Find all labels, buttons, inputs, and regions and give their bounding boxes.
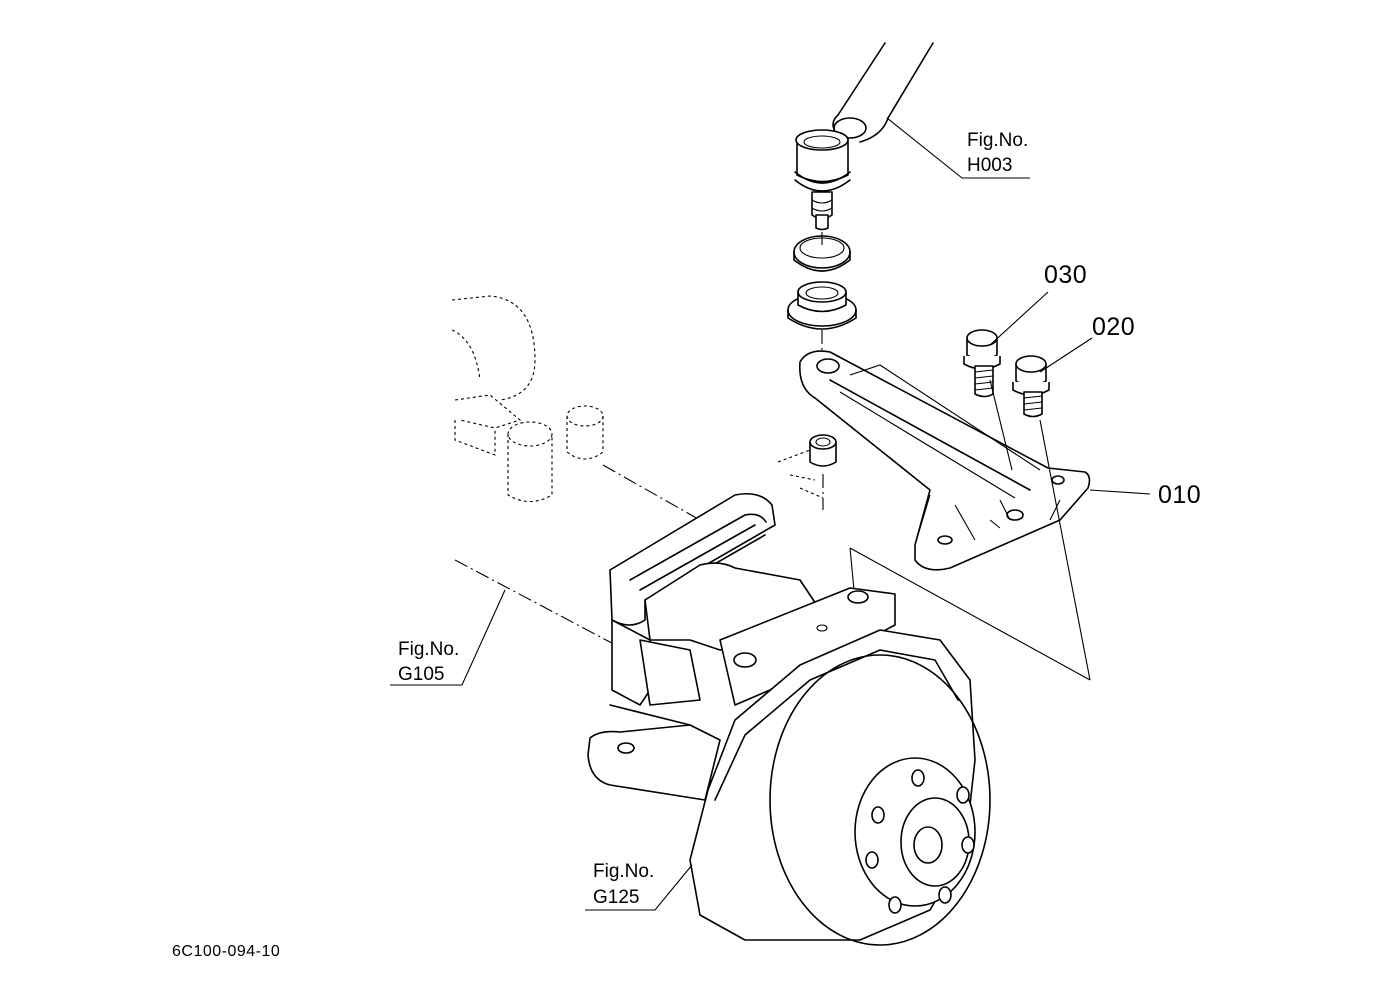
ref-h003-line2: H003: [967, 155, 1013, 176]
ref-g125-line2: G125: [593, 887, 640, 908]
leader-lines: [390, 117, 1151, 911]
drawing-code: 6C100-094-10: [172, 943, 281, 960]
part-number-010: 010: [1158, 481, 1202, 509]
knuckle-and-hub-drawing: [587, 492, 991, 946]
ref-g125-line1: Fig.No.: [593, 861, 655, 882]
bushing-drawing: [777, 434, 837, 499]
center-lines: [454, 232, 1091, 681]
bolt-020-drawing: [1012, 355, 1050, 418]
axle-casing-drawing: [451, 295, 604, 503]
part-number-030: 030: [1044, 261, 1088, 289]
ring-and-seal-drawing: [787, 235, 857, 330]
bolt-030-drawing: [963, 329, 1001, 398]
ref-g105-line2: G105: [398, 664, 445, 685]
ref-h003-line1: Fig.No.: [967, 130, 1029, 151]
tie-rod-drawing: [832, 42, 934, 143]
part-number-020: 020: [1092, 313, 1136, 341]
knuckle-arm-drawing: [798, 350, 1091, 571]
ref-g105-line1: Fig.No.: [398, 639, 460, 660]
ball-joint-drawing: [794, 129, 851, 231]
